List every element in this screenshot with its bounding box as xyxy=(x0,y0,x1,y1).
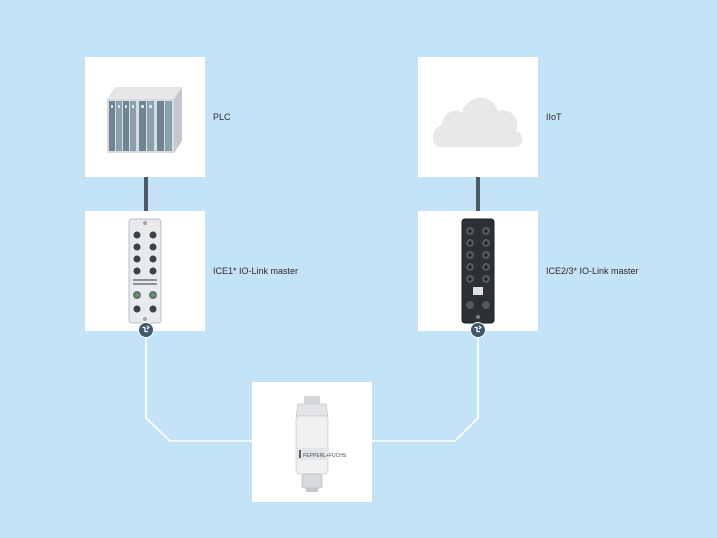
sensor-brand-text: PEPPERL+FUCHS xyxy=(303,453,347,459)
sensor-box: PEPPERL+FUCHS xyxy=(252,382,372,502)
io-link-icon xyxy=(138,322,154,338)
io-link-master-dark-icon xyxy=(461,218,495,324)
cloud-icon xyxy=(432,97,523,147)
iiot-label: IIoT xyxy=(546,112,562,122)
io-link-icon xyxy=(470,322,486,338)
ice23-box xyxy=(418,211,538,331)
plc-rack-icon xyxy=(107,87,182,153)
wire-right xyxy=(371,337,479,442)
iiot-box xyxy=(418,57,538,177)
connector-iiot-ice23 xyxy=(476,177,480,211)
plc-label: PLC xyxy=(213,112,231,122)
io-link-master-light-icon xyxy=(128,218,162,324)
wire-left xyxy=(145,337,252,442)
pressure-sensor-icon: PEPPERL+FUCHS xyxy=(295,396,347,492)
connector-plc-ice1 xyxy=(144,177,148,211)
ice1-label: ICE1* IO-Link master xyxy=(213,266,299,276)
ice1-box xyxy=(85,211,205,331)
ice23-label: ICE2/3* IO-Link master xyxy=(546,266,639,276)
plc-box xyxy=(85,57,205,177)
